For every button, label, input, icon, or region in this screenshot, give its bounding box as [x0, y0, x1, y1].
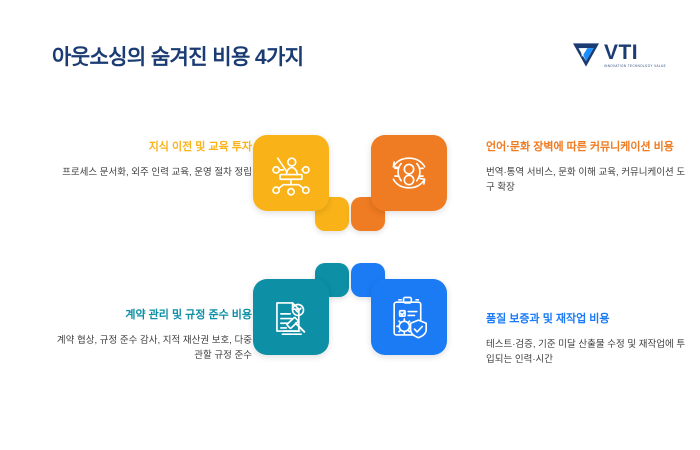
- quadrant-tile-communication[interactable]: [371, 135, 447, 211]
- callout-heading: 품질 보증과 및 재작업 비용: [486, 313, 610, 325]
- quadrant-tile-quality-assurance[interactable]: [371, 279, 447, 355]
- callout-body: 프로세스 문서화, 외주 인력 교육, 운영 절차 정립: [62, 166, 252, 178]
- cross-cultural-communication-icon: [392, 157, 426, 189]
- vti-logo-text: VTI INNOVATION TECHNOLOGY VALUE: [604, 42, 666, 68]
- callout-quality-assurance: 품질 보증과 및 재작업 비용 테스트·검증, 기준 미달 산출물 수정 및 재…: [486, 312, 691, 368]
- vti-logo-wordmark: VTI: [603, 41, 639, 65]
- callout-heading: 언어·문화 장벽에 따른 커뮤니케이션 비용: [486, 141, 674, 153]
- knowledge-transfer-training-icon: [272, 157, 310, 196]
- quadrant-tile-contract-compliance[interactable]: [253, 279, 329, 355]
- vti-logo: VTI INNOVATION TECHNOLOGY VALUE: [572, 42, 666, 68]
- callout-heading: 계약 관리 및 규정 준수 비용: [125, 309, 252, 321]
- callout-contract-compliance: 계약 관리 및 규정 준수 비용 계약 협상, 규정 준수 감사, 지적 재산권…: [47, 308, 252, 364]
- page-title: 아웃소싱의 숨겨진 비용 4가지: [52, 46, 304, 69]
- quadrant-tile-knowledge-transfer[interactable]: [253, 135, 329, 211]
- callout-communication: 언어·문화 장벽에 따른 커뮤니케이션 비용 번역·통역 서비스, 문화 이해 …: [486, 140, 691, 196]
- pinwheel-diagram: [253, 135, 447, 385]
- quality-assurance-clipboard-icon: [393, 296, 428, 339]
- callout-knowledge-transfer: 지식 이전 및 교육 투자 프로세스 문서화, 외주 인력 교육, 운영 절차 …: [47, 140, 252, 180]
- vti-logo-mark-icon: [572, 43, 599, 67]
- callout-body: 테스트·검증, 기준 미달 산출물 수정 및 재작업에 투입되는 인력·시간: [486, 338, 686, 366]
- callout-body: 번역·통역 서비스, 문화 이해 교육, 커뮤니케이션 도구 확장: [486, 166, 686, 194]
- contract-gavel-compliance-icon: [276, 302, 306, 336]
- vti-logo-tagline: INNOVATION TECHNOLOGY VALUE: [603, 63, 666, 69]
- callout-heading: 지식 이전 및 교육 투자: [148, 141, 252, 153]
- callout-body: 계약 협상, 규정 준수 감사, 지적 재산권 보호, 다중 관할 규정 준수: [56, 334, 252, 362]
